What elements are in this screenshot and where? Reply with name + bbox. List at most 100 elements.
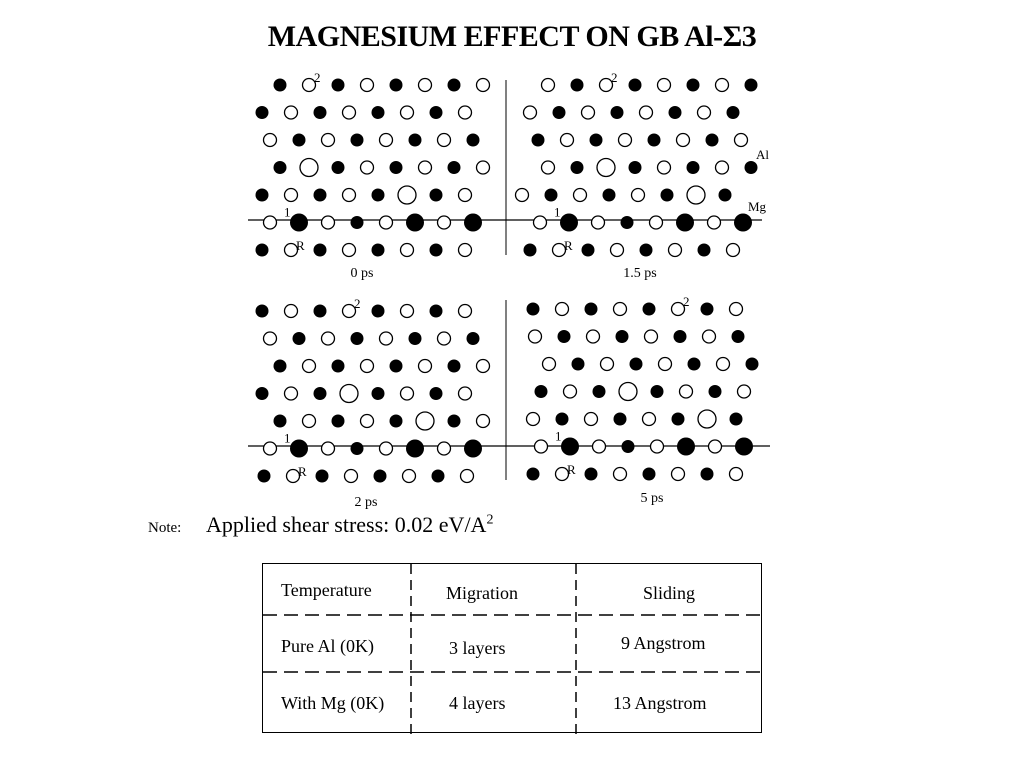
atom-marker-1: 1 [284, 205, 291, 220]
al-atom [618, 381, 638, 402]
mg-atom [589, 133, 603, 147]
mg-atom [466, 332, 480, 345]
al-atom [436, 441, 452, 456]
al-atom [262, 331, 278, 346]
al-atom [554, 466, 570, 482]
mg-atom [447, 414, 461, 428]
al-atom [580, 105, 596, 120]
table-header-sliding: Sliding [643, 583, 696, 603]
mg-atom [744, 78, 758, 92]
al-atom [617, 132, 633, 148]
al-atom [283, 105, 299, 120]
atom-marker-2: 2 [683, 294, 690, 309]
al-atom [283, 386, 299, 401]
al-atom [736, 384, 752, 399]
mg-atom [371, 188, 385, 202]
table-cell-pure-al-sliding: 9 Angstrom [621, 633, 706, 653]
mg-atom [406, 213, 424, 232]
al-atom [648, 215, 664, 230]
al-atom [417, 77, 433, 93]
al-atom [436, 132, 452, 148]
reference-marker: R [296, 238, 305, 253]
mg-atom [705, 133, 719, 147]
al-atom [459, 468, 475, 484]
mg-atom [255, 387, 269, 400]
mg-atom [668, 106, 682, 119]
al-atom [657, 356, 673, 372]
mg-atom [273, 78, 287, 92]
mg-atom [464, 439, 482, 458]
al-atom [343, 468, 359, 484]
panel-time-label: 2 ps [355, 495, 378, 510]
mg-atom [389, 78, 403, 92]
mg-atom [726, 106, 740, 119]
al-atom [525, 411, 541, 427]
mg-atom [735, 437, 753, 456]
al-atom [299, 157, 319, 178]
al-atom [715, 356, 731, 372]
al-atom [436, 215, 452, 230]
mg-atom [290, 439, 308, 458]
mg-atom [371, 304, 385, 318]
page-title: MAGNESIUM EFFECT ON GB Al-Σ3 [267, 20, 757, 53]
al-atom [667, 242, 683, 258]
mg-atom [671, 412, 685, 426]
al-atom [436, 331, 452, 346]
al-atom [612, 301, 628, 317]
mg-atom [255, 188, 269, 202]
al-atom [399, 303, 415, 319]
mg-atom [700, 467, 714, 481]
mg-atom [408, 332, 422, 345]
al-atom [527, 329, 543, 344]
mg-atom [555, 412, 569, 426]
mg-atom [620, 216, 634, 229]
al-atom [585, 329, 601, 344]
mg-atom [273, 414, 287, 428]
table-header-temperature: Temperature [281, 580, 372, 600]
mg-atom [255, 106, 269, 119]
mg-atom [628, 161, 642, 174]
mg-atom [429, 188, 443, 202]
panel-time-label: 0 ps [351, 266, 374, 281]
mg-atom [592, 385, 606, 398]
al-atom [533, 439, 549, 454]
mg-atom [429, 304, 443, 318]
al-atom [643, 329, 659, 344]
mg-atom [686, 161, 700, 174]
mg-atom [729, 412, 743, 426]
mg-atom [642, 467, 656, 481]
atom-marker-2: 2 [314, 70, 321, 85]
mg-atom [350, 216, 364, 229]
al-atom [378, 215, 394, 230]
al-atom [551, 242, 567, 258]
al-atom [359, 77, 375, 93]
mg-atom [744, 161, 758, 174]
mg-atom [697, 243, 711, 257]
al-atom [514, 187, 530, 203]
al-atom [475, 358, 491, 374]
al-atom [728, 301, 744, 317]
al-atom [320, 132, 336, 148]
mg-atom [389, 414, 403, 428]
al-atom [733, 132, 749, 148]
mg-atom [677, 437, 695, 456]
mg-atom [526, 302, 540, 316]
atom-marker-1: 1 [555, 429, 562, 444]
al-atom [399, 105, 415, 120]
mg-atom [734, 213, 752, 232]
al-atom [656, 77, 672, 93]
mg-atom [371, 387, 385, 400]
mg-atom [731, 330, 745, 343]
al-atom [341, 187, 357, 203]
al-atom [341, 242, 357, 258]
atom-marker-1: 1 [284, 431, 291, 446]
al-atom [359, 358, 375, 374]
al-atom [301, 413, 317, 429]
mg-atom [315, 469, 329, 483]
al-atom [572, 187, 588, 203]
al-atom [475, 413, 491, 429]
mg-atom [389, 161, 403, 174]
al-atom [599, 356, 615, 372]
atom-layer [255, 77, 759, 484]
mg-atom [331, 78, 345, 92]
